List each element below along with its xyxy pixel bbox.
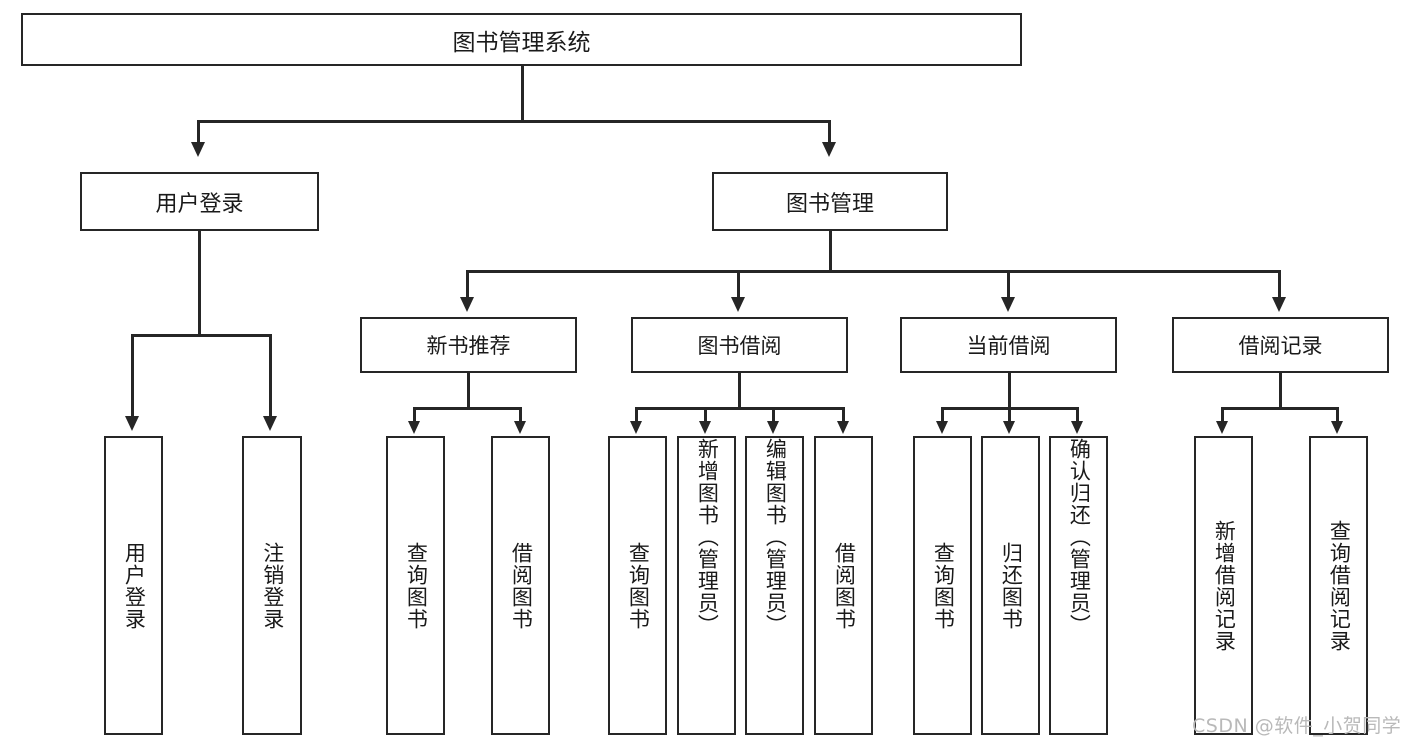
edge-borrow-record-drop-2: [1336, 407, 1339, 423]
leaf-label: 查询图书: [626, 541, 651, 630]
leaf-query-book-recommend[interactable]: 查询图书: [386, 436, 445, 735]
edge-new-book-drop-1: [413, 407, 416, 423]
edge-current-borrow-drop-2: [1008, 407, 1011, 423]
edge-book-borrow-drop-4: [842, 407, 845, 423]
edge-to-user-login: [197, 120, 200, 145]
leaf-add-book-admin[interactable]: 新增图书（管理员）: [677, 436, 736, 735]
arrow-new-book-leaf-2: [514, 421, 526, 434]
leaf-label: 注销登录: [260, 541, 285, 630]
edge-root-stem: [521, 66, 524, 122]
node-label: 当前借阅: [966, 334, 1051, 358]
edge-borrow-record-stem: [1279, 373, 1282, 409]
leaf-label: 借阅图书: [509, 541, 534, 630]
arrow-to-user-login: [191, 142, 205, 157]
watermark: CSDN @软件_小贺同学: [1192, 715, 1402, 737]
edge-user-login-stem: [198, 231, 201, 336]
edge-level2-bus: [197, 120, 831, 123]
node-label: 图书管理: [785, 191, 874, 217]
arrow-current-borrow-leaf-1: [936, 421, 948, 434]
leaf-confirm-return-admin[interactable]: 确认归还（管理员）: [1049, 436, 1108, 735]
arrow-current-borrow-leaf-3: [1071, 421, 1083, 434]
leaf-return-book[interactable]: 归还图书: [981, 436, 1040, 735]
node-new-book-recommend[interactable]: 新书推荐: [360, 317, 577, 373]
edge-drop-borrow-record: [1278, 270, 1281, 300]
edge-user-login-drop-1: [131, 334, 134, 419]
leaf-logout[interactable]: 注销登录: [242, 436, 302, 735]
node-label: 图书管理系统: [452, 29, 591, 56]
leaf-query-borrow-record[interactable]: 查询借阅记录: [1309, 436, 1368, 735]
edge-borrow-record-drop-1: [1221, 407, 1224, 423]
leaf-query-book-current[interactable]: 查询图书: [913, 436, 972, 735]
leaf-label: 查询借阅记录: [1327, 519, 1352, 652]
edge-borrow-record-bus: [1221, 407, 1338, 410]
node-label: 用户登录: [155, 191, 244, 217]
arrow-user-login-leaf-1: [125, 416, 139, 431]
leaf-borrow-book[interactable]: 借阅图书: [814, 436, 873, 735]
node-label: 借阅记录: [1238, 334, 1323, 358]
arrow-to-new-book-recommend: [460, 297, 474, 312]
edge-current-borrow-drop-3: [1076, 407, 1079, 423]
leaf-label: 确认归还（管理员）: [1067, 438, 1092, 636]
arrow-to-current-borrow: [1001, 297, 1015, 312]
edge-new-book-stem: [467, 373, 470, 409]
leaf-label: 用户登录: [122, 541, 147, 630]
node-borrow-record[interactable]: 借阅记录: [1172, 317, 1389, 373]
arrow-current-borrow-leaf-2: [1003, 421, 1015, 434]
leaf-label: 新增借阅记录: [1212, 519, 1237, 652]
edge-level3-bus: [466, 270, 1278, 273]
arrow-to-book-management: [822, 142, 836, 157]
edge-drop-new-book: [466, 270, 469, 300]
node-book-borrow[interactable]: 图书借阅: [631, 317, 848, 373]
edge-new-book-bus: [413, 407, 521, 410]
arrow-to-book-borrow: [731, 297, 745, 312]
node-current-borrow[interactable]: 当前借阅: [900, 317, 1117, 373]
edge-drop-book-borrow: [737, 270, 740, 300]
edge-new-book-drop-2: [519, 407, 522, 423]
edge-current-borrow-stem: [1008, 373, 1011, 409]
edge-book-management-stem: [829, 231, 832, 272]
leaf-user-login[interactable]: 用户登录: [104, 436, 163, 735]
leaf-label: 编辑图书（管理员）: [763, 438, 788, 636]
arrow-book-borrow-leaf-4: [837, 421, 849, 434]
edge-book-borrow-drop-3: [772, 407, 775, 423]
edge-drop-current-borrow: [1007, 270, 1010, 300]
edge-to-book-management: [828, 120, 831, 145]
edge-user-login-drop-2: [269, 334, 272, 419]
arrow-new-book-leaf-1: [408, 421, 420, 434]
edge-current-borrow-drop-1: [941, 407, 944, 423]
node-root-library-system[interactable]: 图书管理系统: [21, 13, 1022, 66]
leaf-edit-book-admin[interactable]: 编辑图书（管理员）: [745, 436, 804, 735]
node-label: 图书借阅: [697, 334, 782, 358]
arrow-book-borrow-leaf-3: [767, 421, 779, 434]
edge-book-borrow-drop-1: [635, 407, 638, 423]
edge-user-login-bus: [131, 334, 269, 337]
leaf-add-borrow-record[interactable]: 新增借阅记录: [1194, 436, 1253, 735]
arrow-borrow-record-leaf-1: [1216, 421, 1228, 434]
arrow-borrow-record-leaf-2: [1331, 421, 1343, 434]
node-book-management[interactable]: 图书管理: [712, 172, 948, 231]
arrow-user-login-leaf-2: [263, 416, 277, 431]
leaf-borrow-book-recommend[interactable]: 借阅图书: [491, 436, 550, 735]
arrow-book-borrow-leaf-1: [630, 421, 642, 434]
edge-book-borrow-stem: [738, 373, 741, 409]
leaf-label: 查询图书: [931, 541, 956, 630]
edge-book-borrow-bus: [635, 407, 844, 410]
leaf-label: 新增图书（管理员）: [695, 438, 720, 636]
node-user-login[interactable]: 用户登录: [80, 172, 319, 231]
arrow-book-borrow-leaf-2: [699, 421, 711, 434]
leaf-label: 借阅图书: [832, 541, 857, 630]
edge-book-borrow-drop-2: [704, 407, 707, 423]
node-label: 新书推荐: [426, 334, 511, 358]
leaf-query-book-borrow[interactable]: 查询图书: [608, 436, 667, 735]
leaf-label: 归还图书: [999, 541, 1024, 630]
arrow-to-borrow-record: [1272, 297, 1286, 312]
leaf-label: 查询图书: [404, 541, 429, 630]
